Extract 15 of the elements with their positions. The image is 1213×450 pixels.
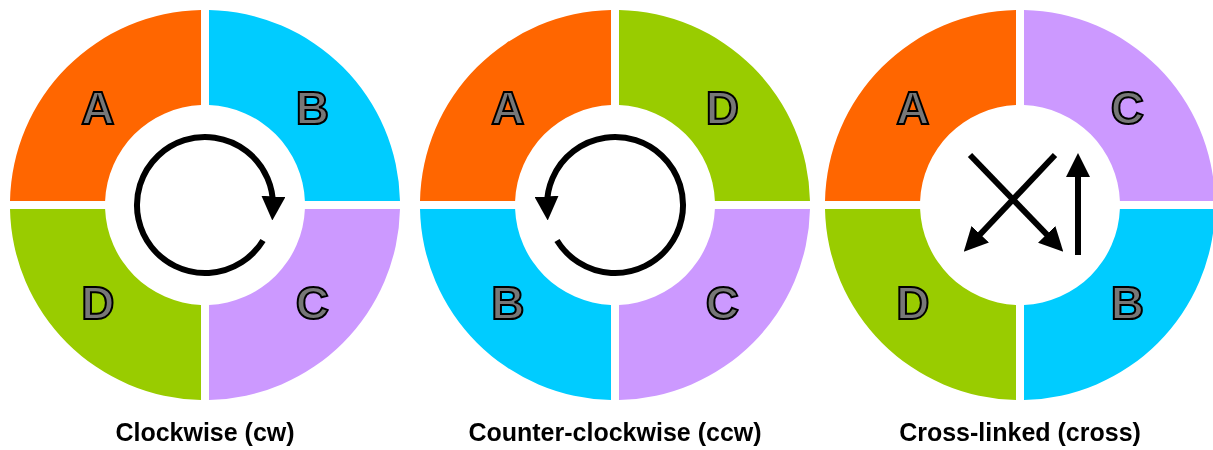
piece-letter: B xyxy=(295,84,329,131)
piece-letter: C xyxy=(705,279,739,326)
piece-letter: B xyxy=(491,279,525,326)
piece-letter: D xyxy=(705,84,739,131)
caption: Counter-clockwise (ccw) xyxy=(468,418,762,447)
piece-letter: A xyxy=(491,84,525,131)
caption: Clockwise (cw) xyxy=(115,418,295,447)
piece-letter: A xyxy=(896,84,930,131)
piece-letter: C xyxy=(1110,84,1144,131)
piece-letter: B xyxy=(1110,279,1144,326)
piece-letter: D xyxy=(81,279,115,326)
piece-letter: A xyxy=(81,84,115,131)
piece-letter: D xyxy=(896,279,930,326)
piece-letter: C xyxy=(295,279,329,326)
caption: Cross-linked (cross) xyxy=(899,418,1141,447)
